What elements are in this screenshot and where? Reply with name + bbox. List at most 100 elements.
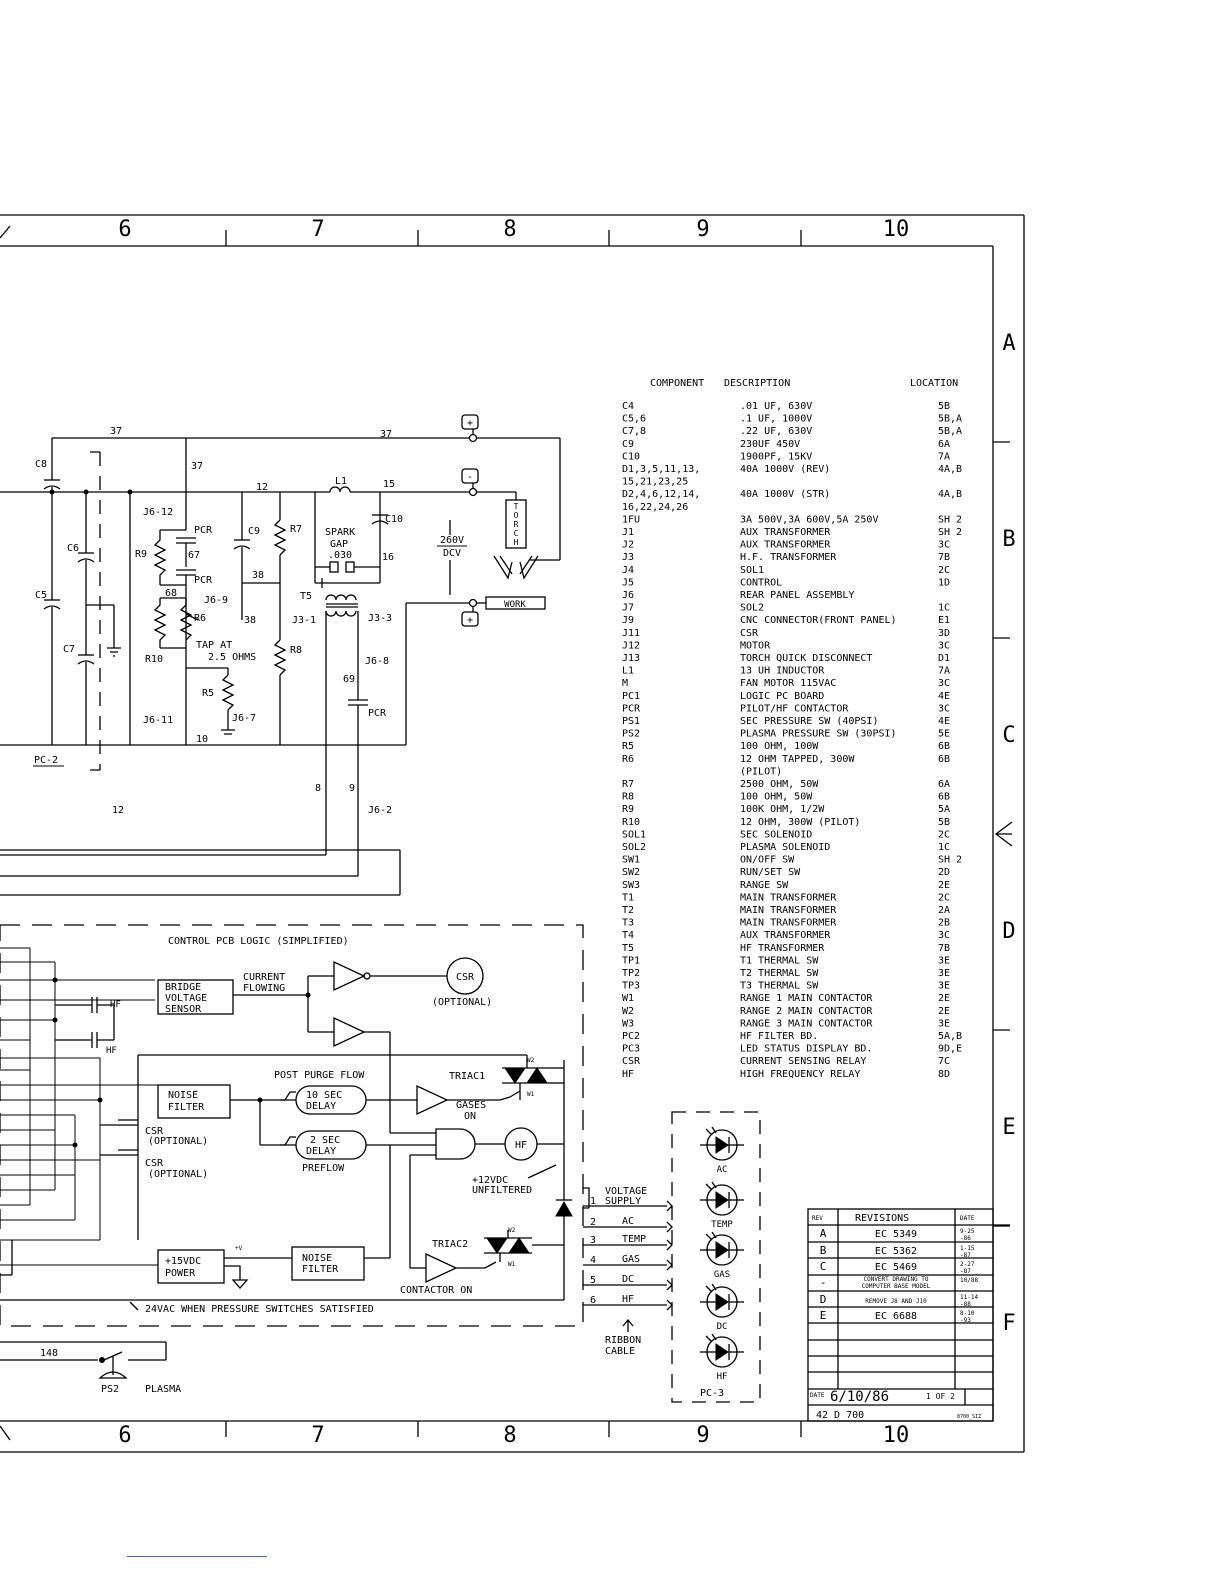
led-label: TEMP bbox=[711, 1220, 733, 1230]
table-cell: T2 THERMAL SW bbox=[740, 968, 819, 979]
gases-on: ON bbox=[464, 1111, 476, 1122]
column-label: 6 bbox=[118, 217, 131, 242]
table-cell: RANGE 3 MAIN CONTACTOR bbox=[740, 1018, 873, 1029]
wire-67: 67 bbox=[188, 550, 200, 561]
revision-description: EC 5362 bbox=[875, 1246, 917, 1257]
table-cell: C7,8 bbox=[622, 426, 646, 437]
ribbon-pin-label: AC bbox=[622, 1216, 634, 1227]
status-led: HF bbox=[700, 1333, 744, 1382]
table-cell: .1 UF, 1000V bbox=[740, 414, 812, 425]
triac1-w1: W1 bbox=[527, 1091, 535, 1098]
label-r6: R6 bbox=[194, 613, 206, 624]
table-cell: L1 bbox=[622, 666, 634, 677]
table-cell: 2C bbox=[938, 565, 950, 576]
table-cell: SOL2 bbox=[740, 603, 764, 614]
table-cell: RANGE 2 MAIN CONTACTOR bbox=[740, 1006, 873, 1017]
ribbon-cable-label: CABLE bbox=[605, 1346, 635, 1357]
voltage-260v: 260V bbox=[440, 535, 464, 546]
table-cell: 16,22,24,26 bbox=[622, 502, 688, 513]
preflow-label: PREFLOW bbox=[302, 1163, 345, 1174]
table-cell: J12 bbox=[622, 640, 640, 651]
table-cell: .22 UF, 630V bbox=[740, 426, 812, 437]
wire-69: 69 bbox=[343, 674, 355, 685]
bridge-voltage-sensor bbox=[157, 979, 234, 1015]
label-tap: TAP AT bbox=[196, 640, 232, 651]
led-label: DC bbox=[717, 1322, 728, 1332]
table-cell: PC1 bbox=[622, 691, 640, 702]
vac24-label: 24VAC WHEN PRESSURE SWITCHES SATISFIED bbox=[145, 1304, 374, 1315]
table-cell: 2E bbox=[938, 993, 950, 1004]
table-cell: 4A,B bbox=[938, 489, 962, 500]
table-cell: 3C bbox=[938, 703, 950, 714]
label-gap: GAP bbox=[330, 539, 348, 550]
hf-cap-label: HF bbox=[110, 1000, 121, 1010]
table-cell: J5 bbox=[622, 577, 634, 588]
wire-37: 37 bbox=[110, 426, 122, 437]
table-cell: SH 2 bbox=[938, 527, 962, 538]
label-c10: C10 bbox=[385, 514, 403, 525]
status-led: AC bbox=[700, 1126, 744, 1175]
table-cell: PLASMA PRESSURE SW (30PSI) bbox=[740, 729, 897, 740]
date-header: DATE bbox=[960, 1215, 975, 1222]
power-circuit: + - WORK + T O R C H bbox=[0, 414, 561, 896]
current-flowing: CURRENT bbox=[243, 972, 285, 983]
table-cell: 3E bbox=[938, 968, 950, 979]
footer-link-underline bbox=[127, 1556, 267, 1557]
inductor-l1 bbox=[329, 486, 351, 493]
column-label: 9 bbox=[696, 1423, 709, 1448]
column-label: 10 bbox=[883, 1423, 910, 1448]
column-label: 7 bbox=[311, 1423, 324, 1448]
table-cell: MAIN TRANSFORMER bbox=[740, 905, 837, 916]
label-r10: R10 bbox=[145, 654, 163, 665]
table-cell: FAN MOTOR 115VAC bbox=[740, 678, 836, 689]
table-cell: W2 bbox=[622, 1006, 634, 1017]
noise-filter-line: FILTER bbox=[168, 1102, 205, 1113]
revision-letter: A bbox=[820, 1227, 827, 1240]
status-led: DC bbox=[700, 1283, 744, 1332]
table-cell: J3 bbox=[622, 552, 634, 563]
table-cell: RANGE SW bbox=[740, 880, 789, 891]
table-cell: PCR bbox=[622, 703, 641, 714]
table-cell: 40A 1000V (REV) bbox=[740, 464, 830, 475]
table-cell: AUX TRANSFORMER bbox=[740, 540, 831, 551]
work-terminal bbox=[485, 596, 546, 610]
revision-date: 2-27 bbox=[960, 1261, 975, 1268]
table-cell: J13 bbox=[622, 653, 640, 664]
table-cell: RUN/SET SW bbox=[740, 867, 801, 878]
label-j3-1: J3-1 bbox=[292, 615, 316, 626]
table-row: D2,4,6,12,14,40A 1000V (STR)4A,B bbox=[622, 489, 962, 500]
label-j6-7: J6-7 bbox=[232, 713, 256, 724]
csr-opt-label: CSR bbox=[145, 1158, 164, 1169]
table-cell: J2 bbox=[622, 540, 634, 551]
table-cell: 5B,A bbox=[938, 426, 962, 437]
current-flowing: FLOWING bbox=[243, 983, 285, 994]
table-cell: SH 2 bbox=[938, 514, 962, 525]
ribbon-pin-label2: SUPPLY bbox=[605, 1196, 641, 1207]
voltage-dcv: DCV bbox=[443, 548, 461, 559]
csr-opt-label: (OPTIONAL) bbox=[148, 1136, 208, 1147]
table-cell: T2 bbox=[622, 905, 634, 916]
table-row: (PILOT) bbox=[740, 766, 782, 777]
table-cell: 100 OHM, 50W bbox=[740, 792, 813, 803]
revision-letter: B bbox=[820, 1244, 827, 1257]
torch bbox=[505, 499, 527, 549]
table-cell: CSR bbox=[740, 628, 759, 639]
power-vplus: +V bbox=[235, 1245, 243, 1252]
table-cell: H.F. TRANSFORMER bbox=[740, 552, 837, 563]
